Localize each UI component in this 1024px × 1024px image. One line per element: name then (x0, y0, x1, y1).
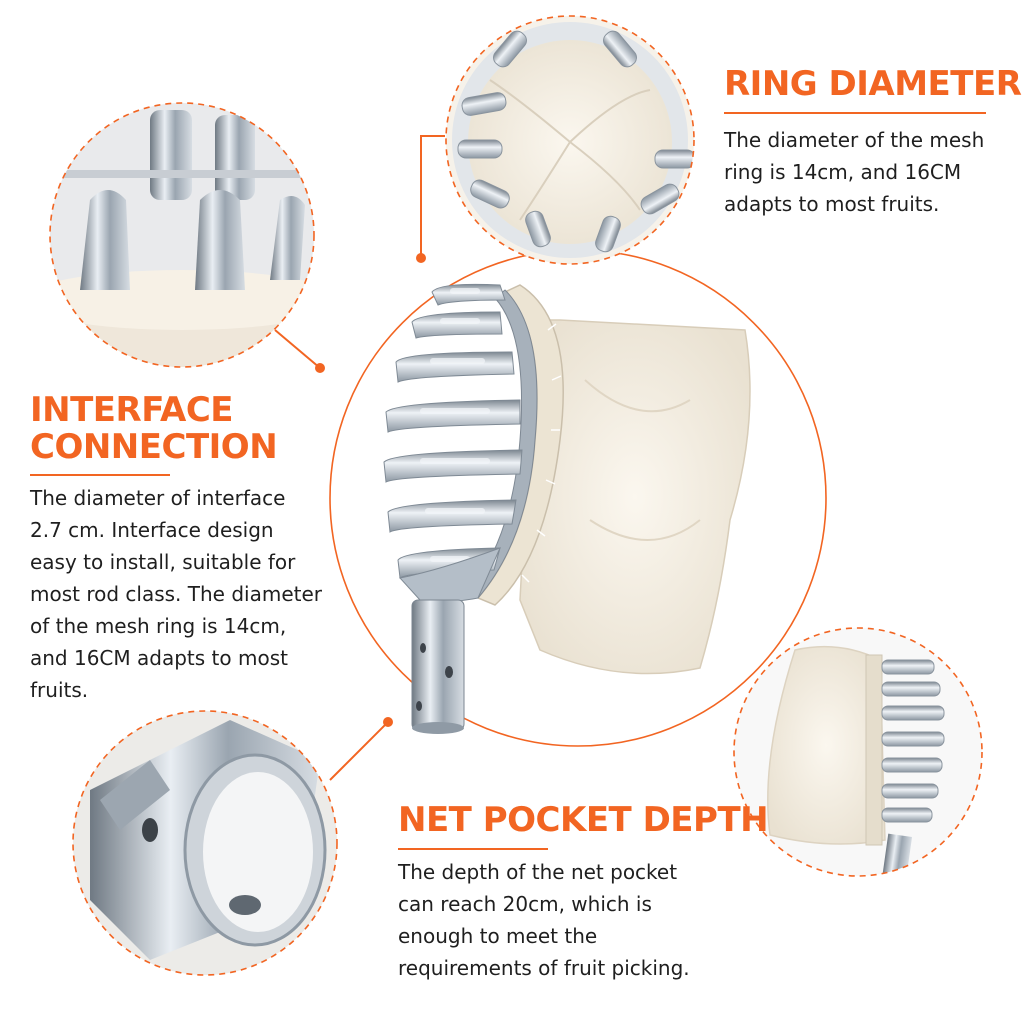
interface-line-1: The diameter of interface (30, 486, 286, 510)
connector-dot-left (315, 363, 325, 373)
detail-circle-ring (445, 15, 695, 265)
ring-line-1: The diameter of the mesh (724, 128, 985, 152)
connector-dot-bottom-left (383, 717, 393, 727)
detail-circle-interface (72, 710, 338, 976)
interface-line-5: of the mesh ring is 14cm, (30, 614, 287, 638)
interface-line-4: most rod class. The diameter (30, 582, 322, 606)
interface-description: The diameter of interface 2.7 cm. Interf… (30, 482, 322, 706)
ring-line-3: adapts to most fruits. (724, 192, 940, 216)
interface-line-3: easy to install, suitable for (30, 550, 296, 574)
pocket-line-2: can reach 20cm, which is (398, 892, 652, 916)
connector-dot-top (416, 253, 426, 263)
interface-connection-title: INTERFACE CONNECTION (30, 390, 278, 468)
ring-diameter-underline (724, 112, 986, 114)
pocket-line-4: requirements of fruit picking. (398, 956, 690, 980)
interface-line-7: fruits. (30, 678, 89, 702)
connector-left (274, 329, 321, 369)
product-fruit-picker (383, 283, 751, 734)
interface-underline (30, 474, 170, 476)
pocket-line-1: The depth of the net pocket (398, 860, 678, 884)
connector-bottom-left (329, 721, 389, 781)
detail-circle-pocket (733, 627, 983, 877)
pocket-line-3: enough to meet the (398, 924, 598, 948)
detail-circle-prongs (49, 102, 315, 368)
interface-title-line-1: INTERFACE (30, 390, 234, 430)
net-pocket-depth-title: NET POCKET DEPTH (398, 800, 769, 840)
ring-diameter-title: RING DIAMETER (724, 64, 1022, 104)
ring-diameter-description: The diameter of the mesh ring is 14cm, a… (724, 124, 984, 220)
interface-title-line-2: CONNECTION (30, 427, 278, 468)
interface-line-6: and 16CM adapts to most (30, 646, 288, 670)
ring-line-2: ring is 14cm, and 16CM (724, 160, 962, 184)
interface-line-2: 2.7 cm. Interface design (30, 518, 274, 542)
connector-top (420, 135, 445, 258)
net-pocket-description: The depth of the net pocket can reach 20… (398, 856, 690, 984)
net-pocket-underline (398, 848, 548, 850)
